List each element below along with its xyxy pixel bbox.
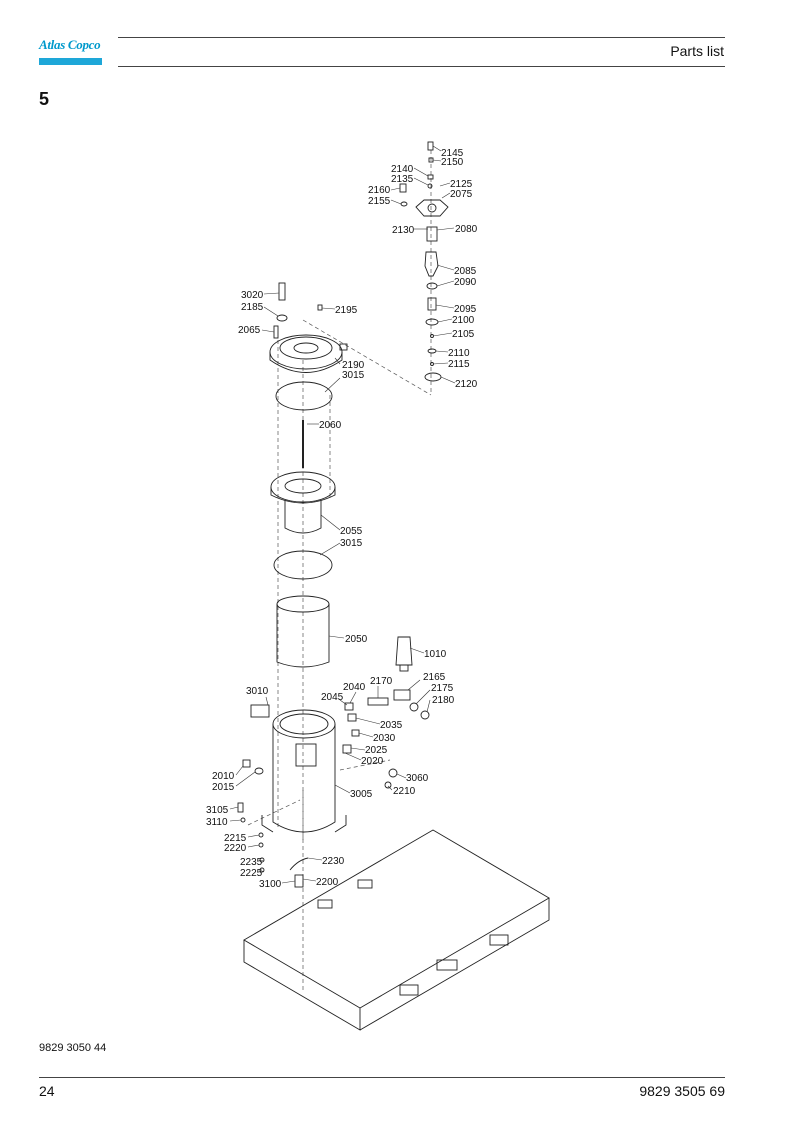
part-label: 2135 — [391, 174, 414, 185]
part-label: 2035 — [380, 720, 403, 731]
part-label: 2170 — [370, 676, 393, 687]
atlas-copco-logo: Atlas Copco — [39, 36, 102, 67]
part-label: 2065 — [238, 325, 261, 336]
part-label: 3015 — [342, 370, 365, 381]
part-label: 2010 — [212, 771, 235, 782]
part-label: 2180 — [432, 695, 455, 706]
part-label: 3010 — [246, 686, 269, 697]
part-label: 2075 — [450, 189, 473, 200]
part-label: 2145 — [441, 148, 464, 159]
part-label: 2040 — [343, 682, 366, 693]
part-label: 3060 — [406, 773, 429, 784]
part-label: 2225 — [240, 868, 263, 879]
part-label: 2235 — [240, 857, 263, 868]
part-label: 2200 — [316, 877, 339, 888]
document-number: 9829 3505 69 — [639, 1083, 725, 1099]
part-label: 2045 — [321, 692, 344, 703]
part-label: 2195 — [335, 305, 358, 316]
part-label: 3015 — [340, 538, 363, 549]
section-number: 5 — [39, 89, 50, 109]
part-label: 2050 — [345, 634, 368, 645]
part-label: 2100 — [452, 315, 475, 326]
part-label: 2190 — [342, 360, 365, 371]
part-label: 3005 — [350, 789, 373, 800]
part-label: 2150 — [441, 157, 464, 168]
part-label: 2185 — [241, 302, 264, 313]
part-label: 2030 — [373, 733, 396, 744]
part-label: 2175 — [431, 683, 454, 694]
part-label: 2090 — [454, 277, 477, 288]
part-label: 2140 — [391, 164, 414, 175]
part-label: 2215 — [224, 833, 247, 844]
part-label: 1010 — [424, 649, 447, 660]
part-label: 3020 — [241, 290, 264, 301]
part-label: 2085 — [454, 266, 477, 277]
part-label: 2160 — [368, 185, 391, 196]
part-label: 2110 — [448, 348, 470, 359]
page-number: 24 — [39, 1083, 55, 1099]
footer-rule — [39, 1077, 725, 1078]
header-rule-top — [118, 37, 725, 38]
part-label: 2060 — [319, 420, 342, 431]
part-label: 3110 — [206, 817, 228, 828]
part-label: 2020 — [361, 756, 384, 767]
header-rule-bottom — [118, 66, 725, 67]
logo-bar — [39, 58, 102, 65]
part-label: 2105 — [452, 329, 475, 340]
part-label: 2055 — [340, 526, 363, 537]
logo-text: Atlas Copco — [39, 37, 101, 52]
part-label: 2080 — [455, 224, 478, 235]
part-label: 2130 — [392, 225, 415, 236]
part-label: 2115 — [448, 359, 470, 370]
part-label: 2025 — [365, 745, 388, 756]
part-label: 2220 — [224, 843, 247, 854]
part-label: 2155 — [368, 196, 391, 207]
part-label: 2120 — [455, 379, 478, 390]
part-label: 2230 — [322, 856, 345, 867]
part-label: 3105 — [206, 805, 229, 816]
part-label: 2125 — [450, 179, 473, 190]
part-label: 3100 — [259, 879, 282, 890]
document-reference: 9829 3050 44 — [39, 1042, 107, 1054]
part-label: 2095 — [454, 304, 477, 315]
header-title: Parts list — [670, 43, 724, 59]
part-label: 2015 — [212, 782, 235, 793]
part-label: 2210 — [393, 786, 416, 797]
part-label: 2165 — [423, 672, 446, 683]
